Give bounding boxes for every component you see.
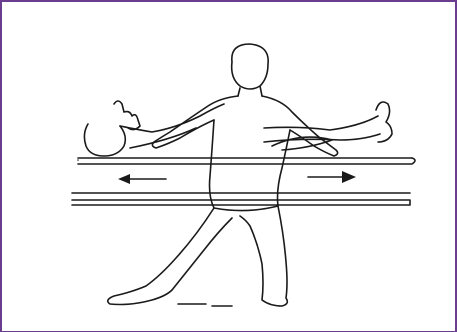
bed-rail-lower [72, 200, 410, 205]
patient-arm [120, 104, 224, 132]
motion-arrows [118, 171, 356, 184]
arrow-left-icon [118, 174, 166, 184]
bed-edge-upper [78, 158, 415, 164]
person-right-leg [240, 206, 287, 306]
floor-mark [178, 304, 232, 306]
standing-person [108, 44, 338, 306]
patient-foot [376, 102, 392, 142]
person-head [232, 44, 269, 89]
person-right-arm [262, 96, 338, 156]
person-hips [214, 206, 278, 211]
person-left-leg [108, 208, 232, 305]
blanket [264, 116, 378, 130]
arrow-right-icon [308, 171, 356, 183]
patient-on-bed [84, 101, 392, 156]
bed [72, 158, 415, 205]
patient-head [84, 124, 125, 156]
patient-hand [114, 101, 140, 130]
